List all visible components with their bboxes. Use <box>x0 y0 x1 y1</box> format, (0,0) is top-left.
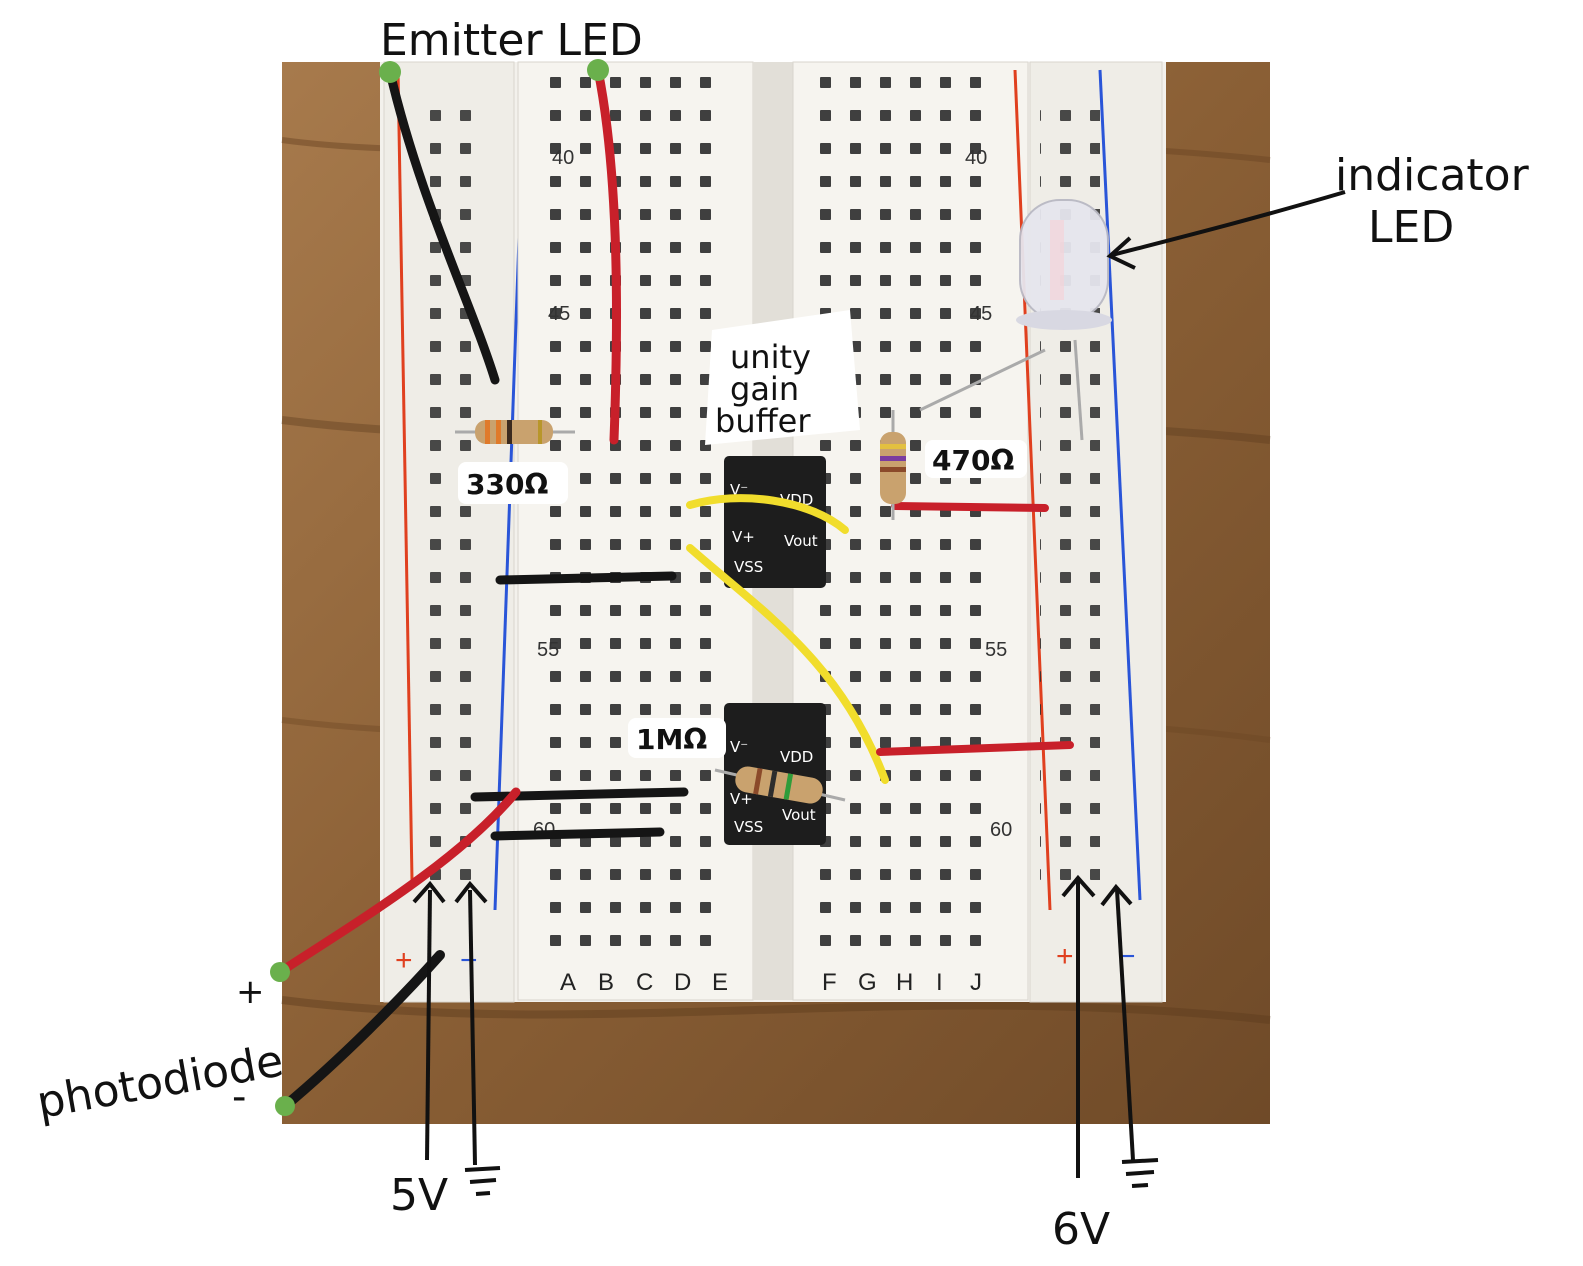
indicator-label-line2: LED <box>1368 202 1454 253</box>
arrow-gnd-left-head <box>454 880 488 904</box>
right-rail-plus: + <box>1056 940 1074 973</box>
emitter-marker-black <box>379 61 401 83</box>
arrow-5v-head <box>412 880 446 904</box>
left-rail-minus: − <box>460 944 478 977</box>
column-J: J <box>970 969 982 996</box>
unity-label-line1: unity <box>730 338 811 376</box>
photodiode-minus-wire <box>280 950 445 1111</box>
column-D: D <box>674 969 691 996</box>
row-number-55-right: 55 <box>985 639 1007 661</box>
r1m-label-patch <box>628 718 726 758</box>
arrow-gnd-left <box>468 889 477 1166</box>
rail-supply-red-wire <box>876 741 1074 756</box>
emitter-led-label: Emitter LED <box>380 15 643 66</box>
chip-black-wire-1 <box>470 787 689 802</box>
column-B: B <box>598 969 614 996</box>
column-C: C <box>636 969 653 996</box>
column-F: F <box>822 969 837 996</box>
buffer-yellow-wire <box>686 494 849 534</box>
unity-label-patch <box>705 310 860 445</box>
indicator-label-line1: indicator <box>1335 150 1530 201</box>
row-number-45-left: 45 <box>548 303 570 325</box>
unity-label-line3: buffer <box>715 402 811 440</box>
chip-top-vss: VSS <box>734 558 763 576</box>
column-H: H <box>896 969 913 996</box>
led-supply-red-wire <box>891 502 1049 512</box>
row-number-60-right: 60 <box>990 819 1012 841</box>
left-rail-plus: + <box>395 944 413 977</box>
indicator-led <box>919 199 1112 441</box>
ground-symbol-right <box>1121 1158 1159 1188</box>
ground-symbol-left <box>464 1166 501 1196</box>
photodiode-plus-wire <box>275 787 521 977</box>
resistor-330-ohm <box>455 420 575 444</box>
label-6v: 6V <box>1052 1204 1110 1255</box>
emitter-led-red-wire <box>593 65 622 445</box>
column-G: G <box>858 969 877 996</box>
photodiode-label: photodiode <box>33 1035 287 1128</box>
r1m-label: 1MΩ <box>636 723 707 756</box>
emitter-led-black-wire <box>385 67 500 385</box>
chip-bottom-vplus: V+ <box>730 790 753 808</box>
row-number-40-right: 40 <box>965 147 987 169</box>
r470-label: 470Ω <box>932 444 1014 477</box>
chip-black-wire-2 <box>490 827 665 841</box>
arrow-6v-head <box>1061 874 1096 898</box>
ground-jumper-wire <box>495 571 677 585</box>
row-number-40-left: 40 <box>552 147 574 169</box>
emitter-marker-red <box>587 59 609 81</box>
row-number-45-right: 45 <box>970 303 992 325</box>
photodiode-plus-label: + <box>236 972 265 1012</box>
right-rail-blue-line <box>1098 69 1142 901</box>
photodiode-minus-label: - <box>232 1074 246 1120</box>
photodiode-marker-minus <box>275 1096 295 1116</box>
breadboard <box>380 61 1166 1003</box>
chip-bottom-vout: Vout <box>782 806 816 824</box>
resistor-1m-ohm <box>714 766 846 804</box>
left-rail-red-line <box>396 69 414 881</box>
indicator-arrow-head <box>1106 236 1136 270</box>
row-number-55-left: 55 <box>537 639 559 661</box>
chip-bottom-vminus: V⁻ <box>730 738 748 756</box>
r470-label-patch <box>925 440 1027 478</box>
unity-label-line2: gain <box>730 370 799 408</box>
chip-top-vplus: V+ <box>732 528 755 546</box>
op-amp-chip-top: V⁻ VDD V+ Vout VSS <box>724 456 826 588</box>
column-A: A <box>560 969 576 996</box>
indicator-arrow <box>1111 190 1346 257</box>
photodiode-marker-plus <box>270 962 290 982</box>
column-E: E <box>712 969 728 996</box>
label-5v: 5V <box>390 1170 448 1221</box>
arrow-gnd-right-head <box>1100 883 1133 907</box>
chip-bottom-vdd: VDD <box>780 748 813 766</box>
resistor-470-ohm <box>880 410 906 520</box>
feedback-yellow-wire <box>686 544 889 784</box>
arrow-gnd-right <box>1115 889 1135 1161</box>
r330-label-patch <box>458 462 568 504</box>
r330-label: 330Ω <box>466 468 548 501</box>
chip-top-vout: Vout <box>784 532 818 550</box>
column-I: I <box>936 969 943 996</box>
arrow-5v <box>425 889 432 1161</box>
chip-bottom-vss: VSS <box>734 818 763 836</box>
